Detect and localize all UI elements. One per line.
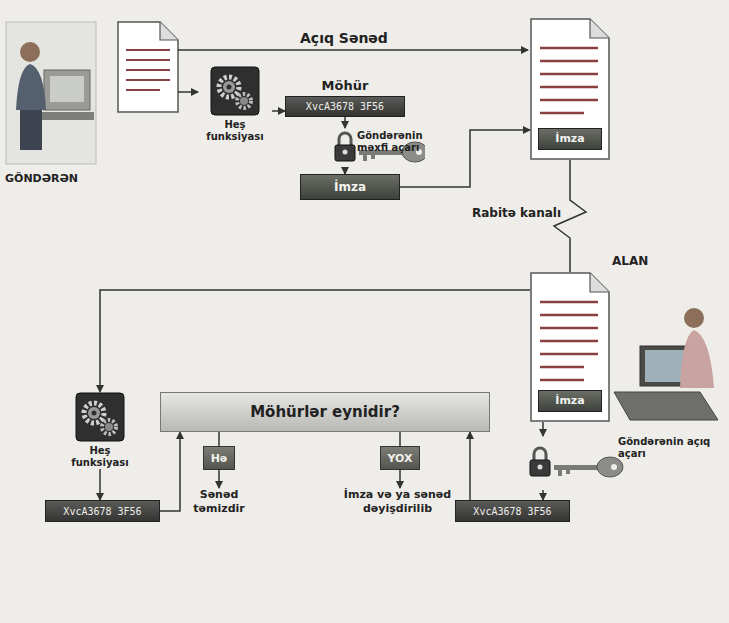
plain-node: Sənəd təmizdir: [187, 488, 251, 516]
connector: [160, 432, 180, 511]
connector: [542, 422, 544, 436]
gear-icon: [210, 66, 260, 116]
seal-heading: Möhür: [285, 78, 405, 93]
answer-box: Hə: [211, 452, 228, 465]
seal-node: MöhürXvcA3678 3F56: [285, 78, 405, 117]
function-label: Heş funksiyası: [198, 119, 272, 143]
signature-label: İmza: [334, 180, 366, 194]
key-label: Göndərənin məxfi açarı: [357, 130, 425, 154]
key-label: Göndərənin açıq açarı: [618, 436, 714, 460]
connector: [344, 117, 346, 128]
function-label: Heş funksiyası: [60, 445, 140, 469]
key-node: Göndərənin açıq açarı: [500, 436, 714, 490]
doc-node: İmza: [530, 18, 610, 160]
signature-stamp: İmza: [538, 390, 602, 412]
small-node: Hə: [203, 446, 235, 470]
gear-node: Heş funksiyası: [60, 392, 140, 469]
stamp-node: İmza: [300, 174, 400, 200]
connector: [542, 490, 544, 500]
hash-node: XvcA3678 3F56: [455, 500, 570, 522]
key-node: Göndərənin məxfi açarı: [255, 128, 425, 168]
small-node: YOX: [380, 446, 420, 470]
hash-value: XvcA3678 3F56: [285, 96, 405, 117]
sender-document: [118, 22, 178, 112]
connector: [99, 469, 101, 500]
connector: [272, 110, 285, 112]
answer-box: YOX: [387, 452, 412, 465]
signature-stamp: İmza: [538, 128, 602, 150]
doc-node: İmza: [530, 272, 610, 422]
actor-label: GÖNDƏRƏN: [5, 172, 78, 185]
result-text: Sənəd təmizdir: [187, 488, 251, 516]
connector: [399, 432, 401, 446]
channel-label: Rabitə kanalı: [470, 206, 563, 220]
gear-icon: [75, 392, 125, 442]
feed-line: [178, 91, 198, 93]
receiver-figure: [614, 308, 718, 420]
hash-value: XvcA3678 3F56: [473, 506, 551, 517]
connector: [399, 470, 401, 488]
decision-band: Möhürlər eynidir?: [250, 403, 400, 421]
plain-node: İmza və ya sənəd dəyişdirilib: [340, 488, 455, 516]
connector: [218, 470, 220, 488]
connector: [469, 432, 471, 500]
gear-node: Heş funksiyası: [198, 66, 272, 143]
hash-node: XvcA3678 3F56: [45, 500, 160, 522]
arrow-label: Açıq Sənəd: [300, 30, 388, 46]
band-node: Möhürlər eynidir?: [160, 392, 490, 432]
actor-label: ALAN: [612, 254, 648, 268]
connector: [218, 432, 220, 446]
open-document-arrow: [178, 49, 528, 51]
hash-value: XvcA3678 3F56: [63, 506, 141, 517]
result-text: İmza və ya sənəd dəyişdirilib: [340, 488, 455, 516]
sender-figure: [6, 22, 96, 164]
connector: [100, 290, 530, 392]
